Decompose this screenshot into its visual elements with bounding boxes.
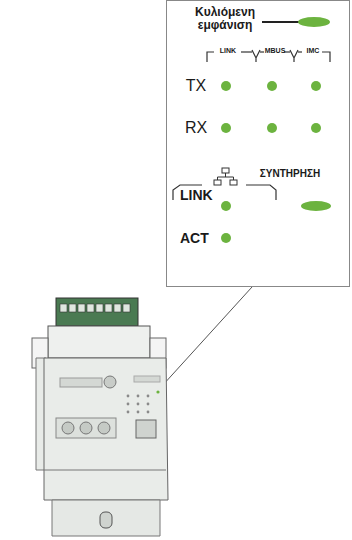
led-label: LINK [220, 47, 236, 55]
controller-device [32, 298, 168, 536]
led-label: RX [185, 119, 207, 137]
led-label: TX [186, 77, 206, 95]
led-oval [301, 201, 331, 211]
callout-frame [167, 1, 350, 287]
network-icon [214, 168, 237, 185]
legend-line [262, 21, 299, 23]
led-label: ΣΥΝΤΗΡΗΣΗ [260, 168, 320, 179]
led-label: LINK [180, 188, 213, 203]
led-label: IMC [307, 47, 320, 55]
led-label: MBUS [265, 47, 286, 55]
led-oval [298, 17, 330, 27]
led-label: ACT [180, 231, 209, 246]
led-dots [221, 81, 321, 243]
legend-note: Κυλιόμενη εμφάνιση [183, 6, 267, 32]
